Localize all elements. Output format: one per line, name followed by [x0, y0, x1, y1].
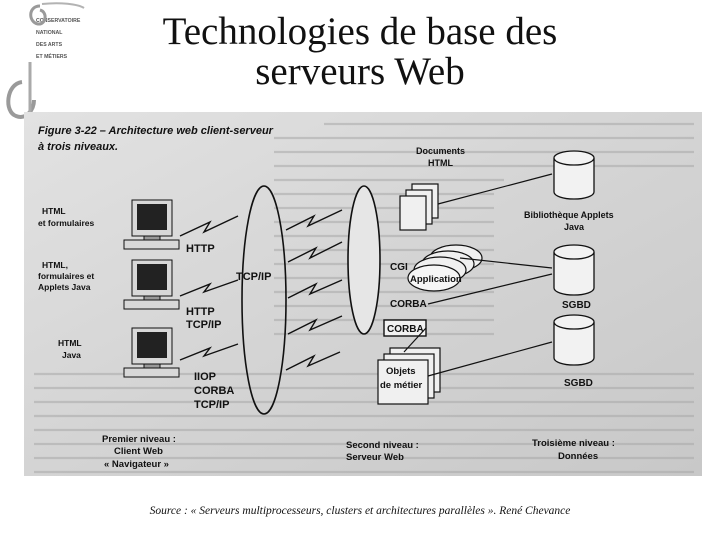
protocol-http-label: HTTP	[186, 243, 215, 255]
architecture-diagram: Figure 3-22 – Architecture web client-se…	[24, 112, 702, 476]
tier-1-label-2: Client Web	[114, 446, 163, 457]
documents-label-1: Documents	[416, 146, 465, 156]
tier-1-label-3: « Navigateur »	[104, 459, 169, 470]
client-2-label-2: formulaires et	[38, 271, 94, 281]
client-3-label-1: HTML	[58, 338, 82, 348]
html-documents-stack	[400, 184, 438, 230]
protocol-tcpip-label: TCP/IP	[186, 319, 221, 331]
sgbd-label-1: SGBD	[562, 300, 591, 311]
database-sgbd-1	[554, 245, 594, 295]
protocol-http-label-2: HTTP	[186, 306, 215, 318]
client-3-label-2: Java	[62, 350, 81, 360]
client-1-label-2: et formulaires	[38, 218, 94, 228]
web-server-ellipse	[348, 186, 380, 334]
logo-line-3: DES ARTS	[36, 42, 63, 48]
corba-label: CORBA	[390, 299, 427, 310]
protocol-iiop-label: IIOP	[194, 371, 216, 383]
tier-3-label-2: Données	[558, 451, 598, 462]
objets-label-2: de métier	[380, 380, 423, 391]
database-applets	[554, 151, 594, 199]
tier-1-label-1: Premier niveau :	[102, 434, 176, 445]
protocol-tcpip-label-2: TCP/IP	[194, 399, 229, 411]
source-citation: Source : « Serveurs multiprocesseurs, cl…	[0, 505, 720, 517]
client-1-label-1: HTML	[42, 206, 66, 216]
database-sgbd-2	[554, 315, 594, 365]
logo-line-4: ET MÉTIERS	[36, 52, 68, 60]
client-computer-1	[124, 200, 179, 249]
objets-label-1: Objets	[386, 366, 416, 377]
applets-label-1: Bibliothèque Applets	[524, 210, 614, 220]
figure-caption-line-1: Figure 3-22 – Architecture web client-se…	[38, 125, 274, 137]
corba-box-label: CORBA	[387, 324, 424, 335]
title-line-2: serveurs Web	[95, 52, 625, 92]
tier-2-label-1: Second niveau :	[346, 440, 419, 451]
sgbd-label-2: SGBD	[564, 378, 593, 389]
application-label: Application	[410, 274, 462, 285]
tier-3-label-1: Troisième niveau :	[532, 438, 615, 449]
cgi-label: CGI	[390, 262, 408, 273]
logo-line-2: NATIONAL	[36, 30, 63, 36]
client-computer-3	[124, 328, 179, 377]
applets-label-2: Java	[564, 222, 585, 232]
tier-2-label-2: Serveur Web	[346, 452, 404, 463]
tcpip-ring-label: TCP/IP	[236, 271, 271, 283]
architecture-figure: Figure 3-22 – Architecture web client-se…	[24, 112, 702, 476]
cnam-logo: CONSERVATOIRE NATIONAL DES ARTS ET MÉTIE…	[0, 0, 90, 130]
figure-caption-line-2: à trois niveaux.	[38, 141, 118, 153]
client-2-label-1: HTML,	[42, 260, 68, 270]
protocol-corba-label: CORBA	[194, 385, 234, 397]
client-2-label-3: Applets Java	[38, 282, 91, 292]
slide-title: Technologies de base des serveurs Web	[95, 12, 625, 92]
client-computer-2	[124, 260, 179, 309]
title-line-1: Technologies de base des	[95, 12, 625, 52]
documents-label-2: HTML	[428, 158, 453, 168]
